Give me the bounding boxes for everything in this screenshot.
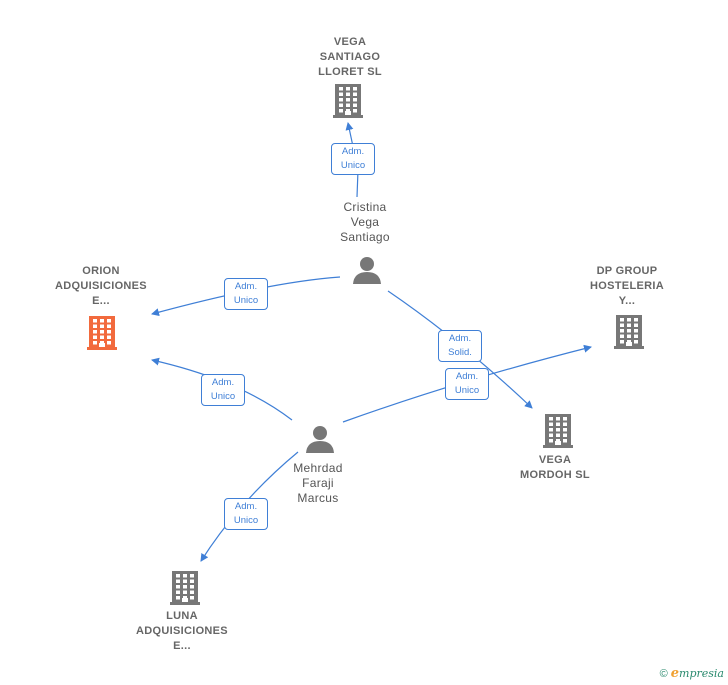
edge-badge-cristina-orion[interactable]: Adm. Unico (224, 278, 268, 310)
building-icon[interactable] (87, 316, 117, 355)
building-icon[interactable] (614, 315, 644, 354)
empresia-logo[interactable]: empresia (670, 666, 724, 681)
edge-badge-cristina-vega-santiago[interactable]: Adm. Unico (331, 143, 375, 175)
edge-badge-mehrdad-dp-group[interactable]: Adm. Unico (445, 368, 489, 400)
copyright-symbol: © (659, 668, 668, 680)
edge-badge-mehrdad-orion[interactable]: Adm. Unico (201, 374, 245, 406)
edge-badge-mehrdad-luna[interactable]: Adm. Unico (224, 498, 268, 530)
building-icon[interactable] (170, 571, 200, 610)
person-label-cristina[interactable]: Cristina Vega Santiago (340, 200, 390, 244)
edge-badge-cristina-vega-mordoh[interactable]: Adm. Solid. (438, 330, 482, 362)
company-label-vega-santiago[interactable]: VEGA SANTIAGO LLORET SL (318, 36, 382, 78)
person-icon[interactable] (352, 255, 382, 290)
person-label-mehrdad[interactable]: Mehrdad Faraji Marcus (293, 461, 343, 505)
company-label-luna[interactable]: LUNA ADQUISICIONES E... (136, 610, 228, 652)
person-icon[interactable] (305, 424, 335, 459)
footer-credit: © empresia (660, 666, 724, 681)
company-label-orion[interactable]: ORION ADQUISICIONES E... (55, 265, 147, 307)
company-label-vega-mordoh[interactable]: VEGA MORDOH SL (520, 454, 590, 481)
building-icon[interactable] (333, 84, 363, 123)
building-icon[interactable] (543, 414, 573, 453)
company-label-dp-group[interactable]: DP GROUP HOSTELERIA Y... (590, 265, 664, 307)
